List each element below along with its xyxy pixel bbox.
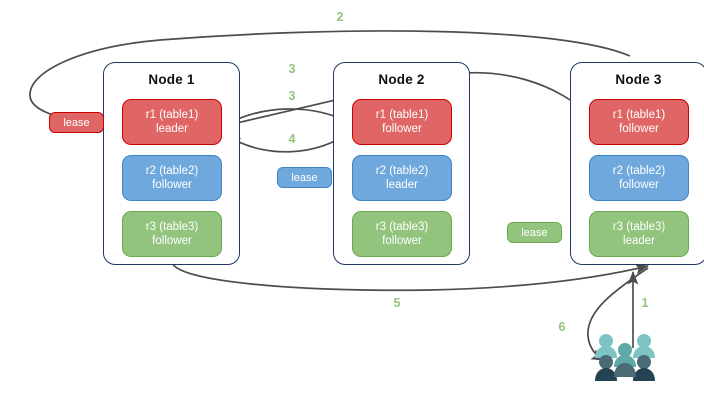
replica-name: r2 (table2) <box>375 165 429 177</box>
replica-role: follower <box>382 123 422 135</box>
lease-chip-red[interactable]: lease <box>49 112 104 133</box>
node-title-3: Node 3 <box>615 72 662 87</box>
replica-role: follower <box>619 123 659 135</box>
replica-node2-r3[interactable]: r3 (table3) follower <box>352 211 452 257</box>
step-label-3-lower: 3 <box>288 89 296 103</box>
replica-name: r2 (table2) <box>145 165 199 177</box>
step-label-2: 2 <box>336 10 344 24</box>
replica-name: r3 (table3) <box>375 221 429 233</box>
clients-people-icon <box>593 333 657 387</box>
replica-node1-r3[interactable]: r3 (table3) follower <box>122 211 222 257</box>
step-label-5: 5 <box>393 296 401 310</box>
replica-node3-r2[interactable]: r2 (table2) follower <box>589 155 689 201</box>
replica-name: r1 (table1) <box>375 109 429 121</box>
replica-name: r1 (table1) <box>612 109 666 121</box>
replica-name: r1 (table1) <box>145 109 199 121</box>
replica-role: leader <box>156 123 188 135</box>
replica-node1-r2[interactable]: r2 (table2) follower <box>122 155 222 201</box>
replica-node3-r3[interactable]: r3 (table3) leader <box>589 211 689 257</box>
replica-name: r3 (table3) <box>612 221 666 233</box>
step-label-1: 1 <box>641 296 649 310</box>
replica-role: leader <box>623 235 655 247</box>
arrow-3b-path <box>223 108 349 127</box>
node-title-2: Node 2 <box>378 72 425 87</box>
replica-name: r3 (table3) <box>145 221 199 233</box>
step-label-6: 6 <box>558 320 566 334</box>
replica-node2-r2[interactable]: r2 (table2) leader <box>352 155 452 201</box>
step-label-3-upper: 3 <box>288 62 296 76</box>
replica-role: follower <box>382 235 422 247</box>
node-title-1: Node 1 <box>148 72 195 87</box>
replica-role: follower <box>152 179 192 191</box>
replica-role: leader <box>386 179 418 191</box>
replica-name: r2 (table2) <box>612 165 666 177</box>
arrow-5-path <box>171 261 649 292</box>
lease-chip-green[interactable]: lease <box>507 222 562 243</box>
replica-node2-r1[interactable]: r1 (table1) follower <box>352 99 452 145</box>
replica-role: follower <box>152 235 192 247</box>
replica-node3-r1[interactable]: r1 (table1) follower <box>589 99 689 145</box>
replica-node1-r1[interactable]: r1 (table1) leader <box>122 99 222 145</box>
step-label-4: 4 <box>288 132 296 146</box>
replica-role: follower <box>619 179 659 191</box>
lease-chip-blue[interactable]: lease <box>277 167 332 188</box>
